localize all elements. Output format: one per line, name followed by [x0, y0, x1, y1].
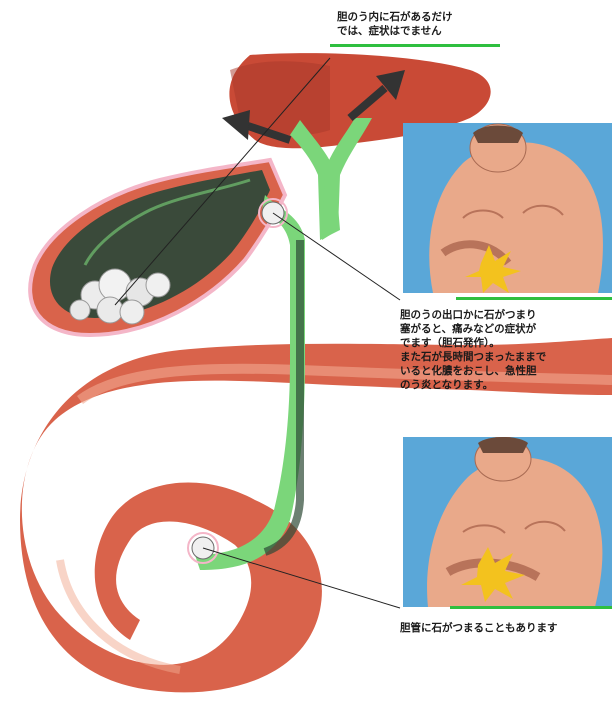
caption-stone-in-bile-duct: 胆管に石がつまることもあります	[400, 621, 558, 635]
caption-underline-bottom	[450, 606, 612, 609]
caption-underline-top	[330, 44, 500, 47]
caption-stone-in-outlet: 胆のうの出口かに石がつまり 塞がると、痛みなどの症状が でます（胆石発作）。 ま…	[400, 308, 546, 392]
caption-stones-in-gallbladder: 胆のう内に石があるだけ では、症状はでません	[337, 10, 453, 38]
caption-underline-middle	[456, 297, 612, 300]
patient-panel-cystic	[403, 123, 612, 293]
patient-panel-bile-duct	[403, 437, 612, 607]
